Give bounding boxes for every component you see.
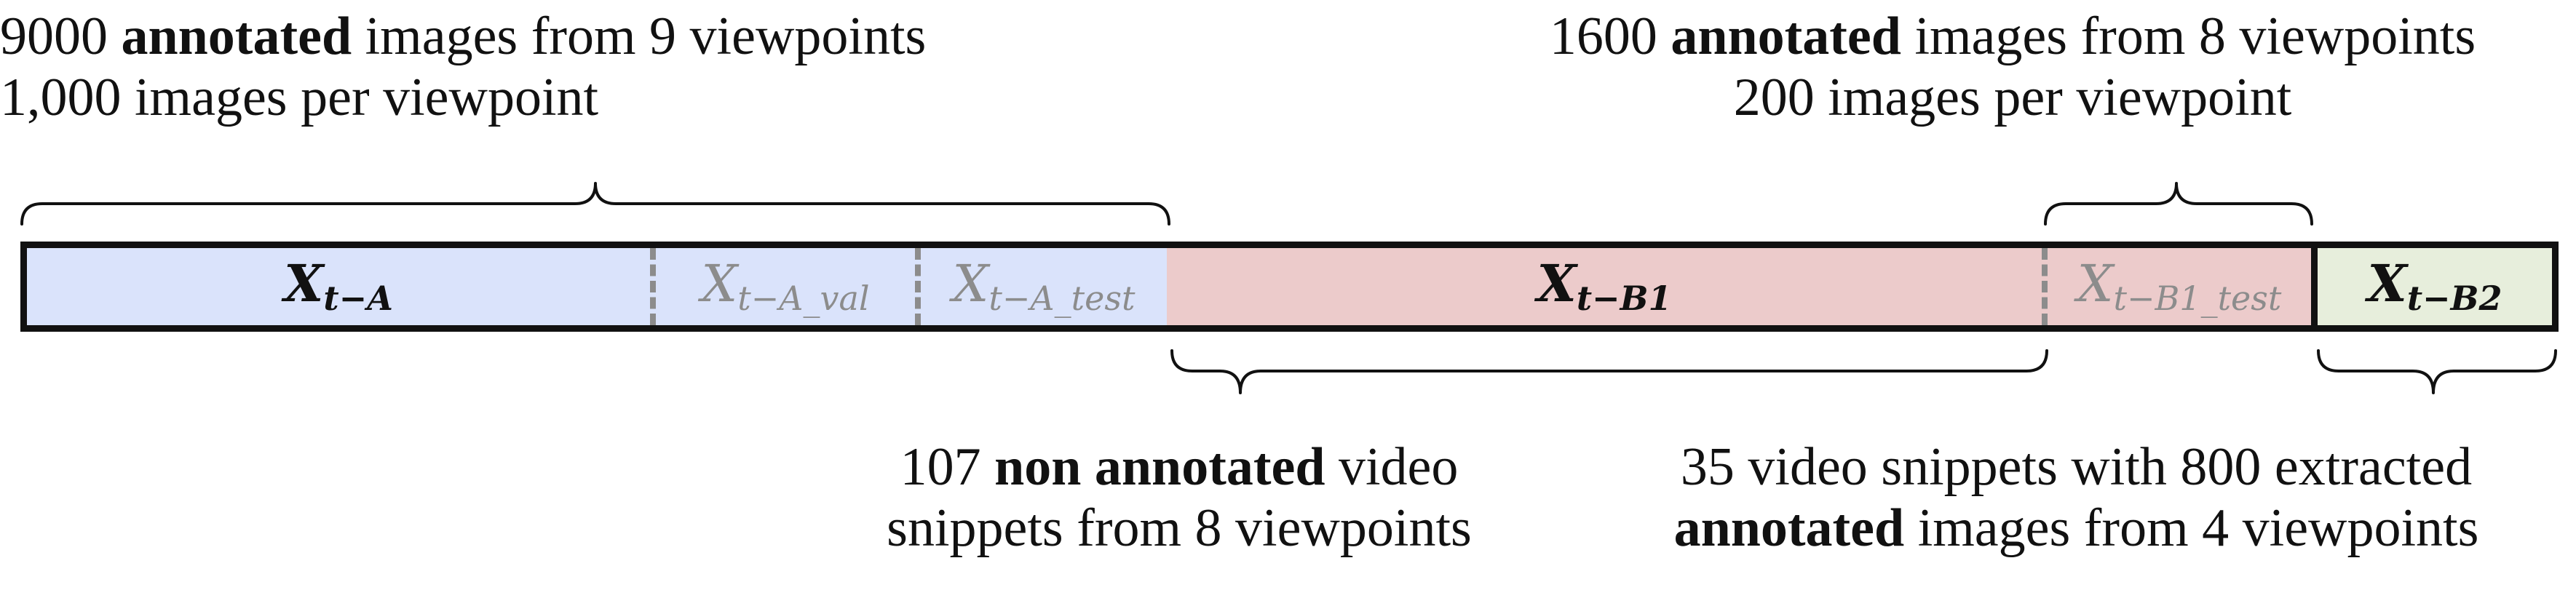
bottom-left-annotation: 107 non annotated video snippets from 8 …	[793, 436, 1565, 559]
bottom-left-line2: snippets from 8 viewpoints	[887, 498, 1472, 558]
top-left-line1: 9000 annotated images from 9 viewpoints	[0, 7, 927, 66]
top-left-line2: 1,000 images per viewpoint	[0, 68, 599, 127]
dataset-b1-block: Xt−B1 Xt−B1_test	[1167, 242, 2318, 332]
bottom-left-bracket	[1170, 349, 2048, 394]
top-right-line2: 200 images per viewpoint	[1733, 68, 2292, 127]
dataset-a-block: Xt−A Xt−A_val Xt−A_test	[20, 242, 1173, 332]
segment-xa-test: Xt−A_test	[915, 248, 1167, 325]
top-left-bracket	[20, 182, 1170, 226]
symbol-xb1-test: Xt−B1_test	[2077, 254, 2282, 318]
symbol-xa-test: Xt−A_test	[952, 254, 1136, 318]
top-right-line1: 1600 annotated images from 8 viewpoints	[1549, 7, 2476, 66]
symbol-xa-val: Xt−A_val	[701, 254, 870, 318]
dataset-b2-block: Xt−B2	[2311, 242, 2559, 332]
bottom-right-line1: 35 video snippets with 800 extracted	[1680, 437, 2473, 497]
top-right-annotation: 1600 annotated images from 8 viewpoints …	[1456, 6, 2569, 128]
segment-xb1: Xt−B1	[1167, 248, 2042, 325]
symbol-xb1: Xt−B1	[1537, 253, 1672, 318]
top-left-annotation: 9000 annotated images from 9 viewpoints …	[0, 6, 927, 128]
symbol-xa: Xt−A	[284, 253, 393, 318]
segment-xb2: Xt−B2	[2318, 248, 2552, 325]
bottom-right-annotation: 35 video snippets with 800 extracted ann…	[1580, 436, 2573, 559]
top-right-bracket	[2044, 182, 2313, 226]
bottom-right-bracket	[2317, 349, 2557, 394]
symbol-xb2: Xt−B2	[2367, 253, 2502, 318]
segment-xa: Xt−A	[27, 248, 650, 325]
segment-xb1-test: Xt−B1_test	[2042, 248, 2311, 325]
segment-xa-val: Xt−A_val	[650, 248, 915, 325]
bottom-right-line2: annotated images from 4 viewpoints	[1673, 498, 2479, 558]
bottom-left-line1: 107 non annotated video	[900, 437, 1459, 497]
